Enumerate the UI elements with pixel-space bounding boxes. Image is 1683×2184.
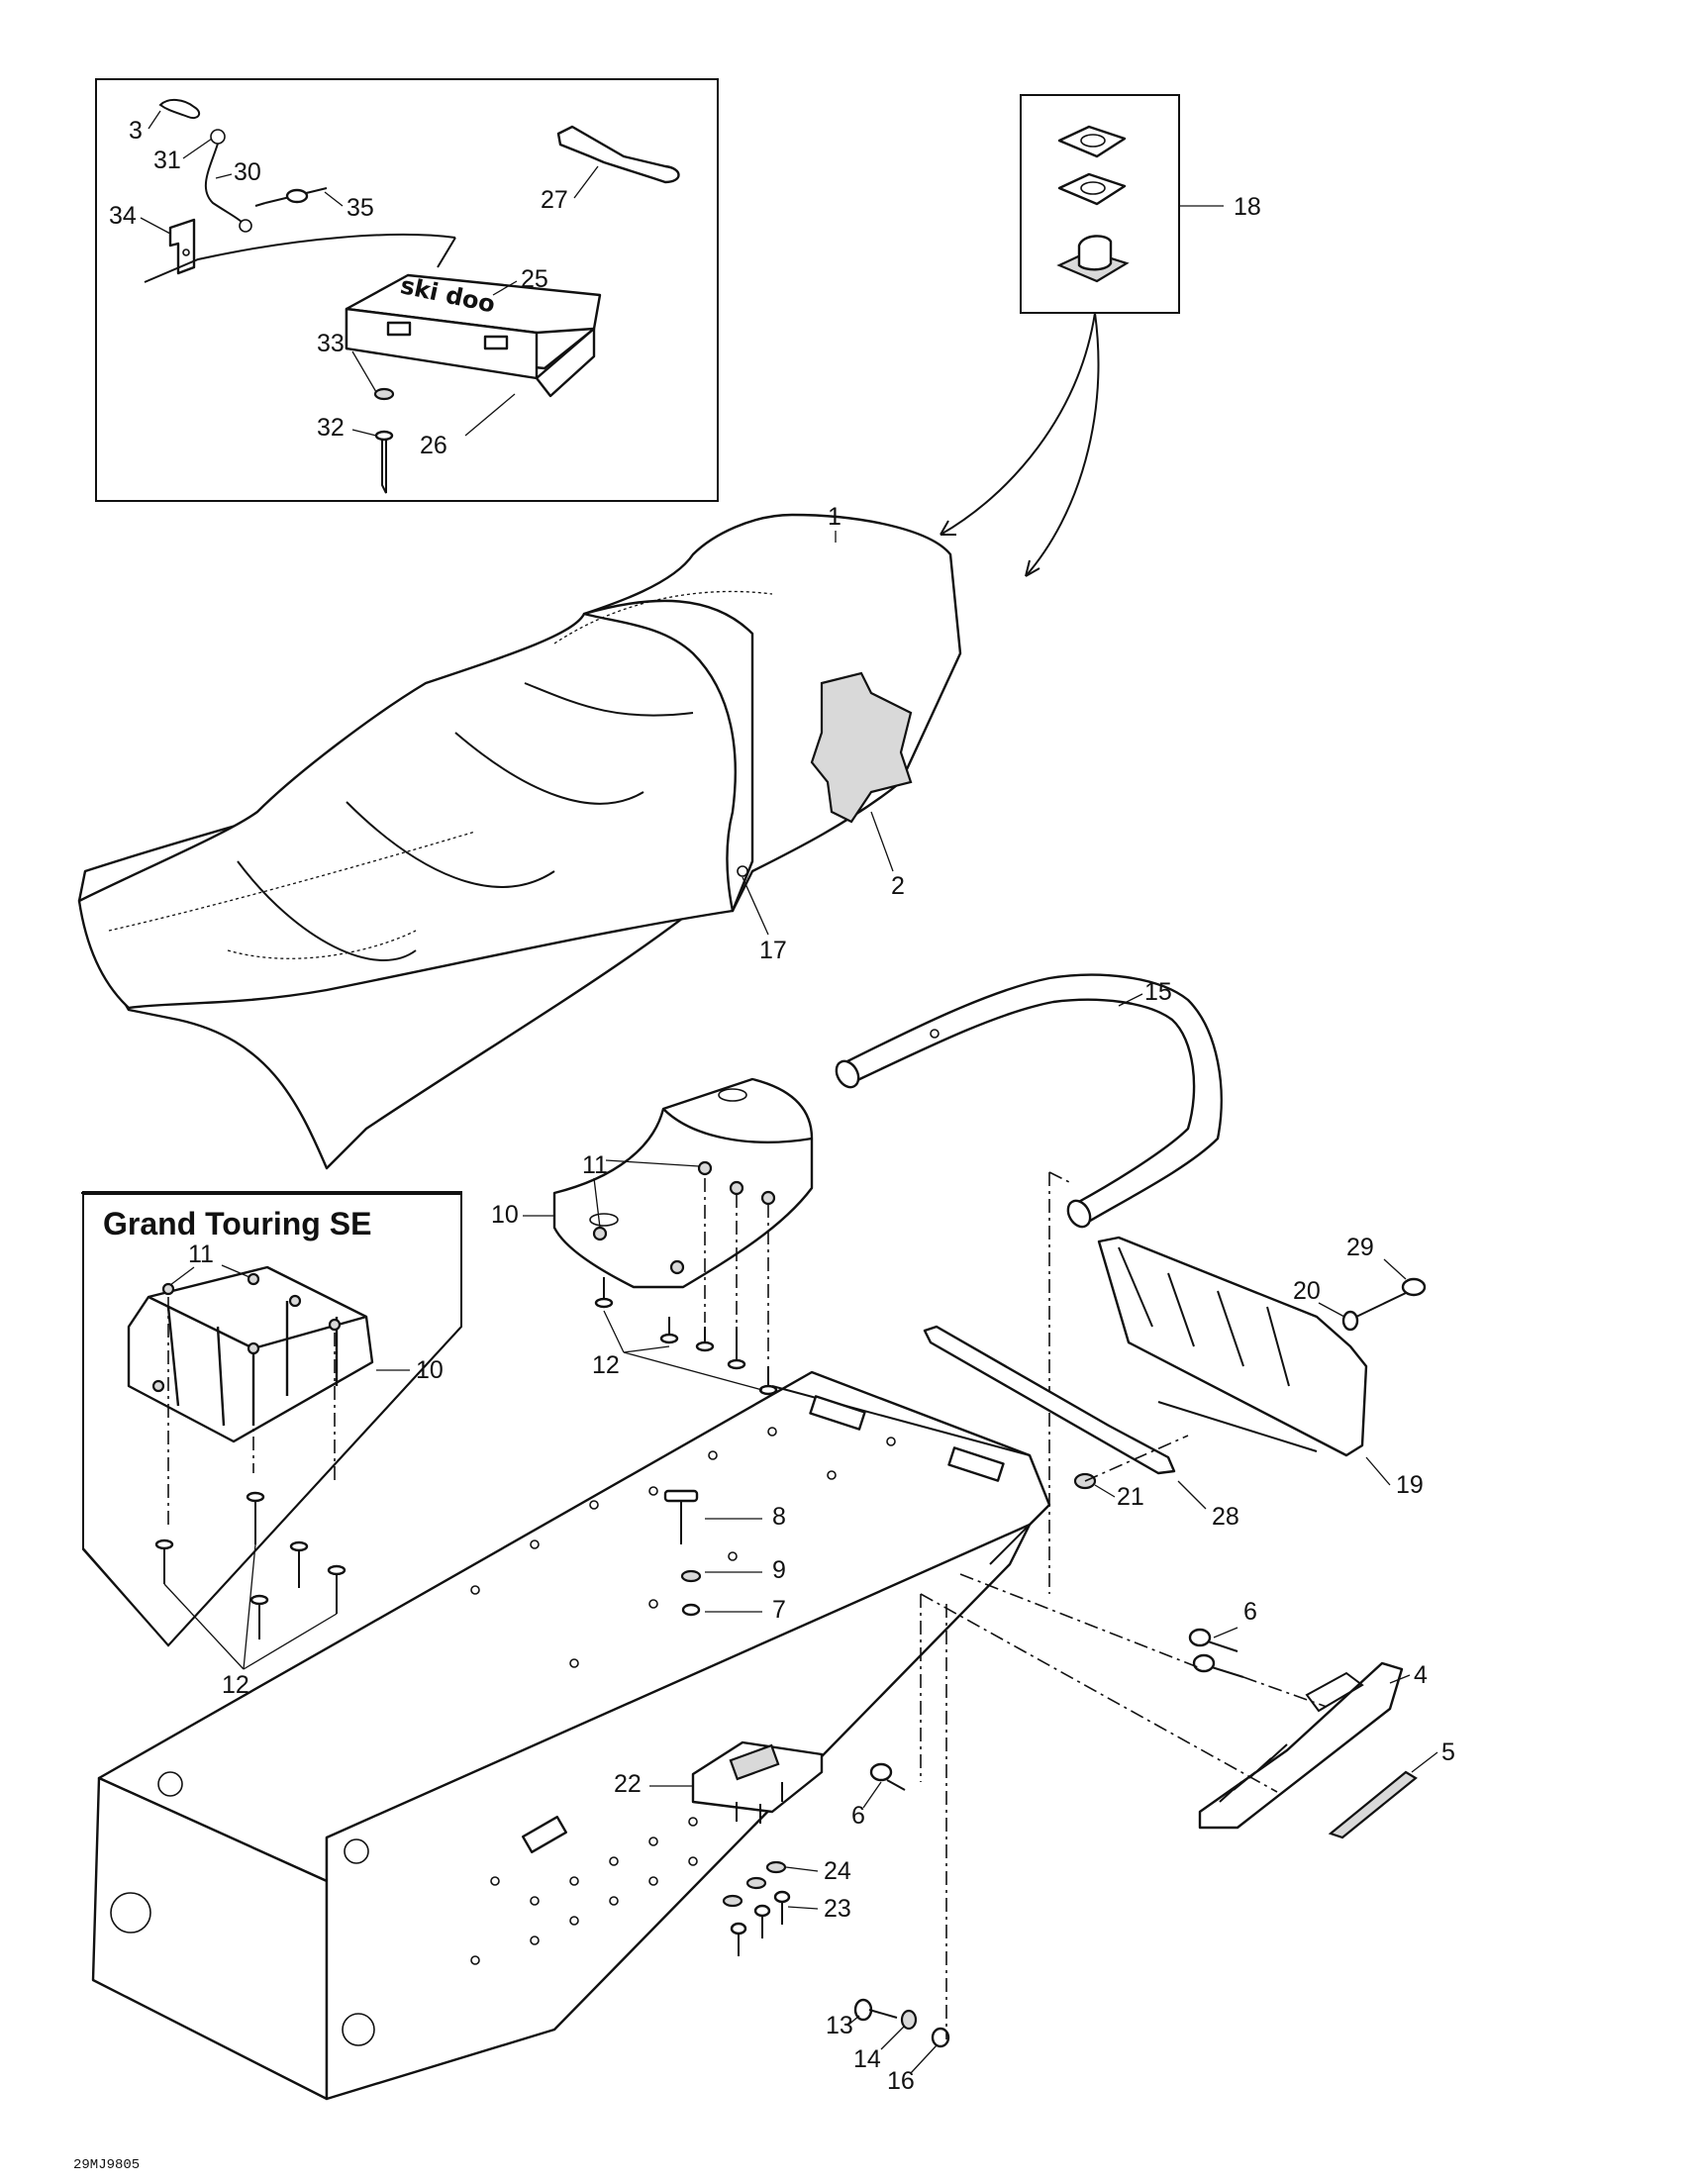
callout-1: 1	[828, 503, 842, 531]
callout-28: 28	[1212, 1503, 1239, 1531]
bolt-part-20	[1341, 1292, 1407, 1332]
callout-34: 34	[109, 202, 137, 230]
callout-23: 23	[824, 1895, 851, 1923]
callout-6-footrest: 6	[1243, 1598, 1257, 1626]
reflector-part-5	[1328, 1770, 1418, 1839]
nut-part-7	[681, 1603, 701, 1617]
console-part-10	[552, 1077, 814, 1289]
callout-10-inset: 10	[416, 1356, 444, 1384]
storage-box-part-10	[127, 1265, 374, 1443]
rear-frame-tunnel	[91, 1370, 1051, 2101]
washer-part-33	[373, 387, 395, 401]
callout-20: 20	[1293, 1277, 1321, 1305]
grand-touring-se-title: Grand Touring SE	[103, 1206, 371, 1241]
grab-handle-part-15	[835, 973, 1223, 1229]
figure-code: 29MJ9805	[73, 2157, 140, 2173]
callout-29: 29	[1346, 1234, 1374, 1261]
callout-31: 31	[153, 147, 181, 174]
nut-part-16	[931, 2027, 950, 2048]
washer-part-14	[900, 2009, 918, 2031]
tether-pin-part-35	[254, 187, 328, 207]
reinforcement-plate-part-28	[923, 1325, 1176, 1475]
callout-27: 27	[541, 186, 568, 214]
callout-32: 32	[317, 414, 345, 442]
callout-22: 22	[614, 1770, 642, 1798]
callout-2: 2	[891, 872, 905, 900]
tether-cord-part-30	[204, 143, 252, 233]
callout-25: 25	[521, 265, 548, 293]
callout-12-console: 12	[592, 1351, 620, 1379]
callout-26: 26	[420, 432, 447, 459]
callout-6-step: 6	[851, 1802, 865, 1830]
callout-16: 16	[887, 2067, 915, 2095]
callout-13: 13	[826, 2012, 853, 2039]
tunnel-rivet-holes	[470, 1427, 896, 1965]
step-plate-part-22	[691, 1740, 824, 1824]
callout-11-console: 11	[582, 1151, 608, 1179]
washers-part-24	[722, 1860, 787, 1908]
bracket-part-34	[168, 218, 196, 275]
snow-flap-part-19	[1097, 1236, 1368, 1457]
callout-9: 9	[772, 1556, 786, 1584]
rivets-part-12-inset	[154, 1297, 346, 1639]
callout-17: 17	[759, 937, 787, 964]
rivet-part-32	[374, 430, 394, 494]
screw-part-6-step	[869, 1762, 906, 1791]
fastener-part-8	[663, 1489, 699, 1544]
footrest-part-4	[1198, 1661, 1404, 1830]
toolbox-part-25: ski doo	[345, 271, 602, 398]
callout-4: 4	[1414, 1661, 1428, 1689]
callout-19: 19	[1396, 1471, 1424, 1499]
callout-3: 3	[129, 117, 143, 145]
callout-7: 7	[772, 1596, 786, 1624]
callout-8: 8	[772, 1503, 786, 1531]
bolt-part-13	[853, 1998, 898, 2022]
callout-18: 18	[1234, 193, 1261, 221]
callout-11-inset: 11	[188, 1241, 214, 1268]
safety-lanyard-part-3	[158, 99, 226, 145]
callout-33: 33	[317, 330, 345, 357]
callout-10-console: 10	[491, 1201, 519, 1229]
callout-15: 15	[1144, 978, 1172, 1006]
washer-part-9	[680, 1569, 702, 1583]
retaining-ring-part-29	[1401, 1277, 1427, 1297]
seat-cover-kit-part-18	[1056, 125, 1130, 283]
screws-part-23	[730, 1890, 791, 1956]
screws-part-6-footrest	[1188, 1628, 1328, 1708]
seat-assembly-part-1	[77, 513, 962, 1170]
seat-cover-kit-inset-frame	[1020, 94, 1180, 314]
callout-30: 30	[234, 158, 261, 186]
callout-21: 21	[1117, 1483, 1144, 1511]
strap-part-27	[556, 125, 680, 184]
toolbox-inset-frame	[95, 78, 719, 502]
callout-14: 14	[853, 2045, 881, 2073]
callout-24: 24	[824, 1857, 851, 1885]
callout-5: 5	[1441, 1738, 1455, 1766]
callout-35: 35	[346, 194, 374, 222]
